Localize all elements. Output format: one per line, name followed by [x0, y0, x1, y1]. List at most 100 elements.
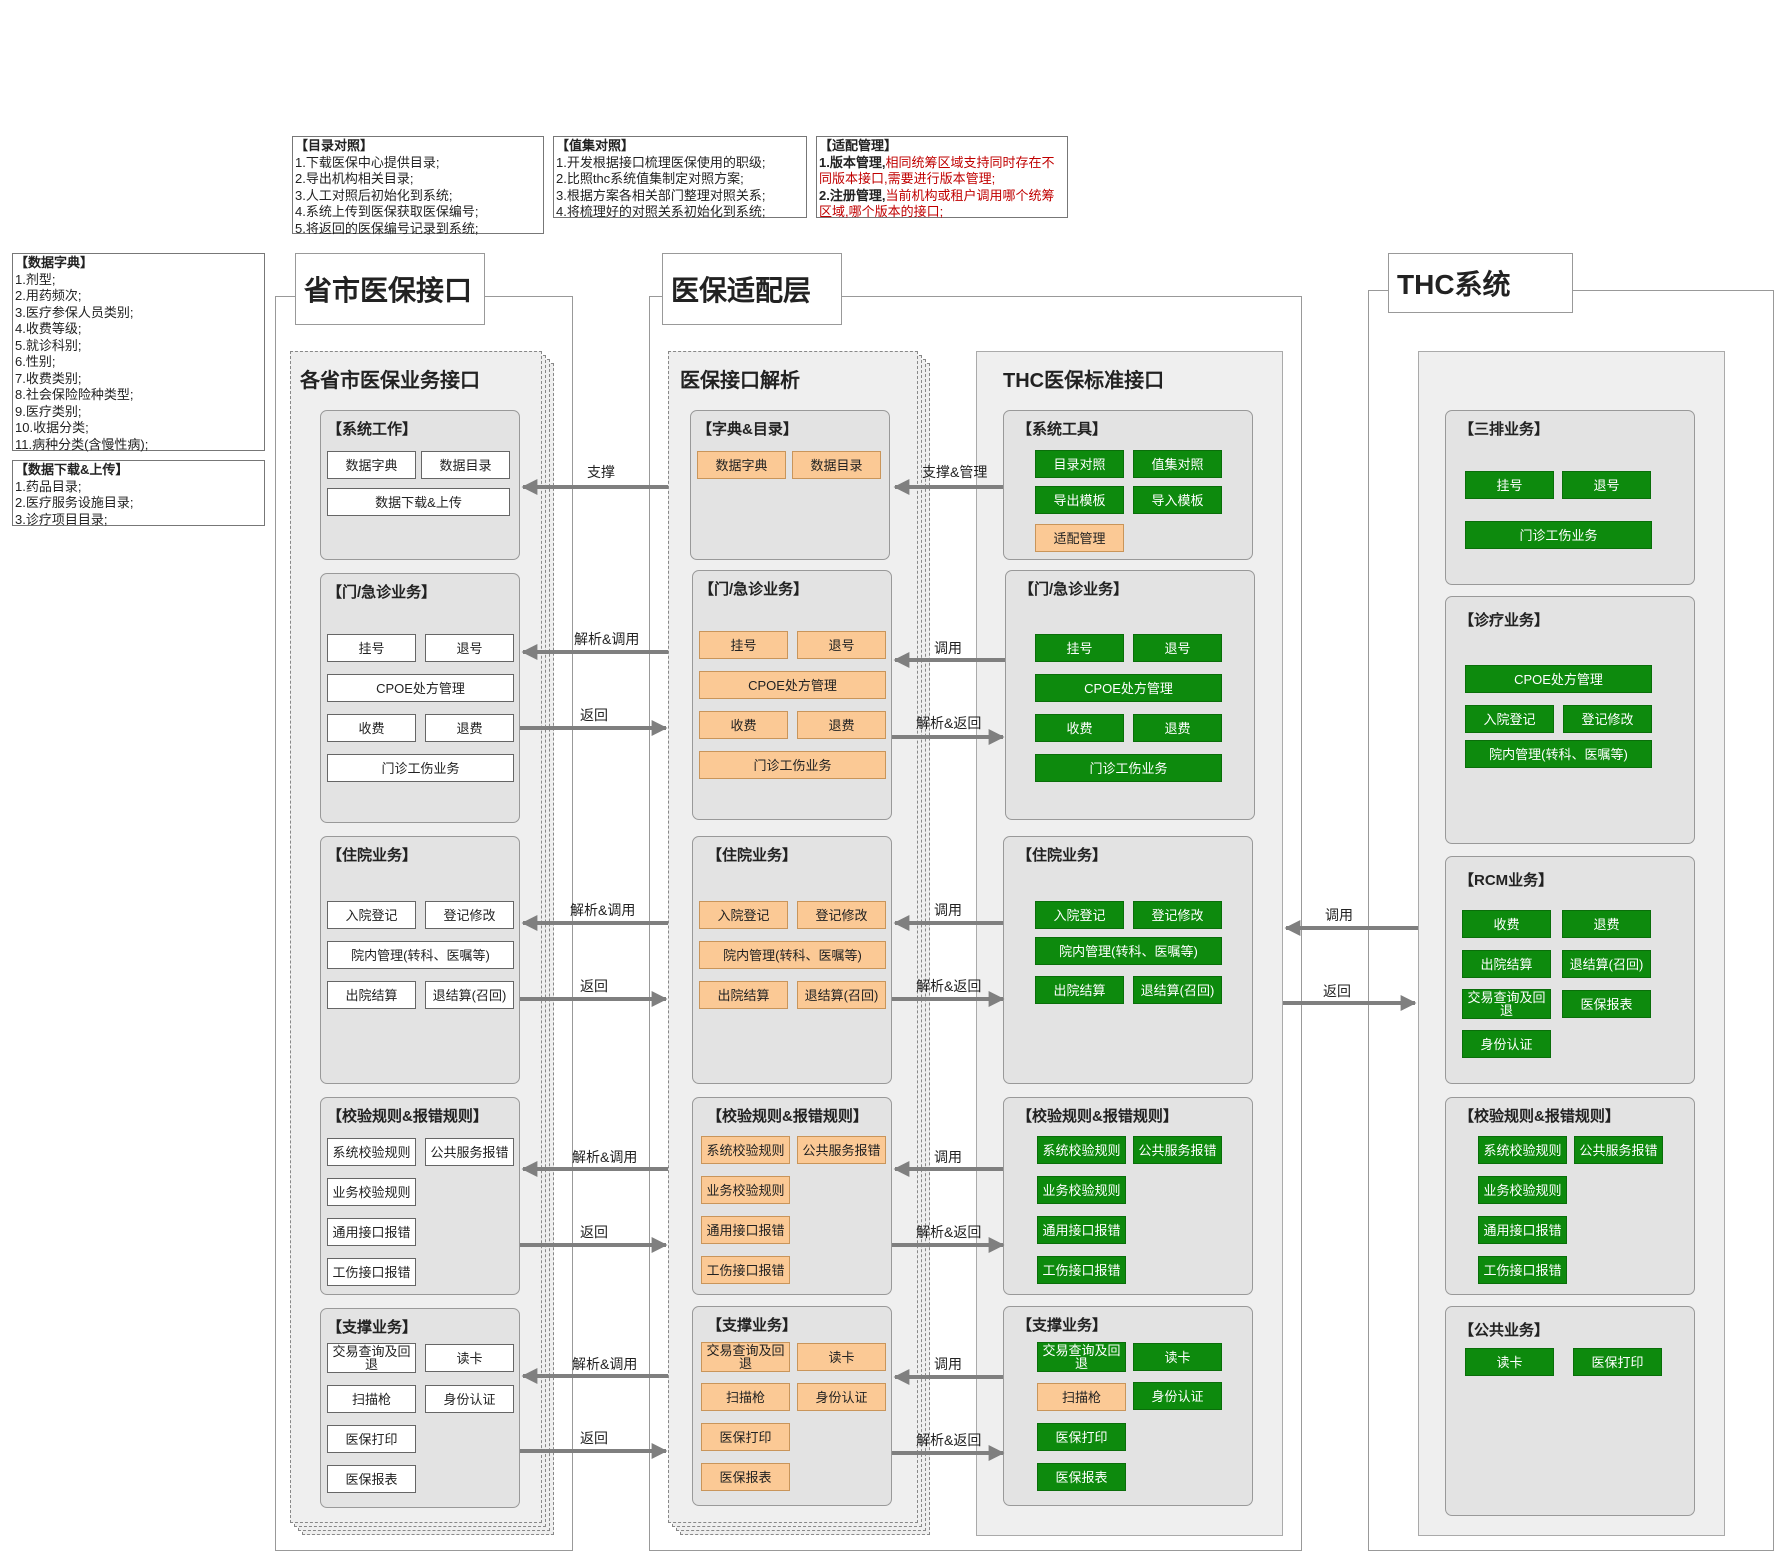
- parse-column-title: 医保接口解析: [680, 370, 800, 392]
- arrow-label: 支撑&管理: [922, 464, 988, 480]
- business-validation-box: 业务校验规则: [1037, 1176, 1126, 1204]
- arrow-label: 返回: [580, 707, 608, 723]
- admission-box: 入院登记: [327, 901, 416, 929]
- public-error-box: 公共服务报错: [1574, 1136, 1663, 1164]
- group-title: 【RCM业务】: [1459, 872, 1554, 889]
- note-dict: 【数据字典】 1.剂型; 2.用药频次; 3.医疗参保人员类别; 4.收费等级;…: [12, 253, 265, 452]
- note-line: 5.就诊科别;: [15, 337, 82, 353]
- note-line: 10.收据分类;: [15, 420, 89, 435]
- charge-box: 收费: [1035, 714, 1124, 742]
- refund-box: 退费: [1562, 910, 1651, 938]
- standard-column-title: THC医保标准接口: [1003, 370, 1165, 392]
- note-line: 3.诊疗项目目录;: [15, 511, 108, 527]
- system-validation-box: 系统校验规则: [1478, 1136, 1567, 1164]
- data-dictionary-box: 数据字典: [327, 451, 416, 479]
- note-catalog-title: 【目录对照】: [295, 138, 374, 153]
- settlement-recall-box: 退结算(召回): [797, 981, 886, 1009]
- insurance-report-box: 医保报表: [701, 1463, 790, 1491]
- group-title: 【住院业务】: [1017, 847, 1108, 864]
- group-title: 【门/急诊业务】: [327, 584, 437, 601]
- note-adapt-title: 【适配管理】: [819, 138, 898, 153]
- discharge-settlement-box: 出院结算: [1462, 950, 1551, 978]
- note-download-title: 【数据下载&上传】: [15, 462, 129, 477]
- settlement-recall-box: 退结算(召回): [425, 981, 514, 1009]
- group-title: 【校验规则&报错规则】: [707, 1108, 868, 1125]
- arrow-label: 解析&调用: [572, 1356, 638, 1372]
- business-validation-box: 业务校验规则: [327, 1178, 416, 1206]
- arrow-label: 返回: [580, 1224, 608, 1240]
- admission-box: 入院登记: [1465, 705, 1554, 733]
- group-title: 【系统工作】: [327, 421, 418, 438]
- transaction-query-box: 交易查询及回退: [1462, 989, 1551, 1019]
- group-title: 【住院业务】: [707, 847, 798, 864]
- note-line: 4.收费等级;: [15, 321, 82, 336]
- insurance-print-box: 医保打印: [1037, 1423, 1126, 1451]
- admission-box: 入院登记: [1035, 901, 1124, 929]
- note-value-title: 【值集对照】: [556, 138, 635, 153]
- in-hospital-box: 院内管理(转科、医嘱等): [1465, 740, 1652, 768]
- injury-interface-error-box: 工伤接口报错: [701, 1256, 790, 1284]
- system-validation-box: 系统校验规则: [1037, 1136, 1126, 1164]
- note-adapt: 【适配管理】 1.版本管理,相同统筹区域支持同时存在不同版本接口,需要进行版本管…: [816, 136, 1068, 220]
- business-validation-box: 业务校验规则: [1478, 1176, 1567, 1204]
- group-title: 【门/急诊业务】: [699, 581, 809, 598]
- note-line: 1.开发根据接口梳理医保使用的职级;: [556, 154, 766, 170]
- public-error-box: 公共服务报错: [1133, 1136, 1222, 1164]
- group-system-work: [320, 410, 520, 560]
- group-title: 【系统工具】: [1017, 421, 1108, 438]
- arrow-label: 解析&调用: [570, 902, 636, 918]
- system-validation-box: 系统校验规则: [701, 1136, 790, 1164]
- injury-interface-error-box: 工伤接口报错: [327, 1258, 416, 1286]
- transaction-query-box: 交易查询及回退: [327, 1343, 416, 1373]
- arrow-label: 解析&调用: [574, 631, 640, 647]
- outpatient-injury-box: 门诊工伤业务: [1465, 521, 1652, 549]
- insurance-print-box: 医保打印: [701, 1423, 790, 1451]
- insurance-print-box: 医保打印: [1573, 1348, 1662, 1376]
- arrow-label: 解析&返回: [916, 1224, 982, 1240]
- data-catalog-box: 数据目录: [421, 451, 510, 479]
- refund-box: 退费: [425, 714, 514, 742]
- card-read-box: 读卡: [797, 1343, 886, 1371]
- arrow-label: 解析&返回: [916, 978, 982, 994]
- in-hospital-box: 院内管理(转科、医嘱等): [699, 941, 886, 969]
- group-title: 【门/急诊业务】: [1019, 581, 1129, 598]
- settlement-recall-box: 退结算(召回): [1133, 976, 1222, 1004]
- cpoe-box: CPOE处方管理: [1035, 674, 1222, 702]
- arrow-label: 调用: [934, 640, 962, 656]
- admission-box: 入院登记: [699, 901, 788, 929]
- note-dict-title: 【数据字典】: [15, 255, 94, 270]
- arrow-label: 调用: [1325, 907, 1353, 923]
- note-line: 3.根据方案各相关部门整理对照关系;: [556, 187, 766, 203]
- cpoe-box: CPOE处方管理: [327, 674, 514, 702]
- arrow-label: 支撑: [587, 464, 615, 480]
- register-box: 挂号: [1465, 471, 1554, 499]
- outpatient-injury-box: 门诊工伤业务: [327, 754, 514, 782]
- insurance-report-box: 医保报表: [327, 1465, 416, 1493]
- cancel-register-box: 退号: [1133, 634, 1222, 662]
- arrow-label: 解析&返回: [916, 715, 982, 731]
- note-bold: 2.注册管理,: [819, 187, 886, 203]
- data-catalog-box: 数据目录: [792, 451, 881, 479]
- note-line: 6.性别;: [15, 354, 56, 369]
- scanner-box: 扫描枪: [327, 1385, 416, 1413]
- note-line: 2.用药频次;: [15, 288, 82, 303]
- system-validation-box: 系统校验规则: [327, 1138, 416, 1166]
- provincial-column-title: 各省市医保业务接口: [300, 370, 480, 392]
- public-error-box: 公共服务报错: [797, 1136, 886, 1164]
- note-line: 4.将梳理好的对照关系初始化到系统;: [556, 204, 766, 219]
- group-title: 【三排业务】: [1459, 421, 1550, 438]
- transaction-query-box: 交易查询及回退: [701, 1342, 790, 1372]
- arrow-label: 调用: [934, 1356, 962, 1372]
- identity-box: 身份认证: [797, 1383, 886, 1411]
- in-hospital-box: 院内管理(转科、医嘱等): [327, 941, 514, 969]
- note-red: 当前机构或租户调用哪个统筹区域,哪个版本的接口;: [819, 187, 1055, 220]
- import-template-box: 导入模板: [1133, 486, 1222, 514]
- transaction-query-box: 交易查询及回退: [1037, 1342, 1126, 1372]
- insurance-report-box: 医保报表: [1562, 990, 1651, 1018]
- public-error-box: 公共服务报错: [425, 1138, 514, 1166]
- arrow-label: 调用: [934, 902, 962, 918]
- note-value-set: 【值集对照】 1.开发根据接口梳理医保使用的职级; 2.比照thc系统值集制定对…: [553, 136, 807, 219]
- arrow-label: 返回: [580, 1430, 608, 1446]
- note-line: 2.导出机构相关目录;: [295, 171, 414, 186]
